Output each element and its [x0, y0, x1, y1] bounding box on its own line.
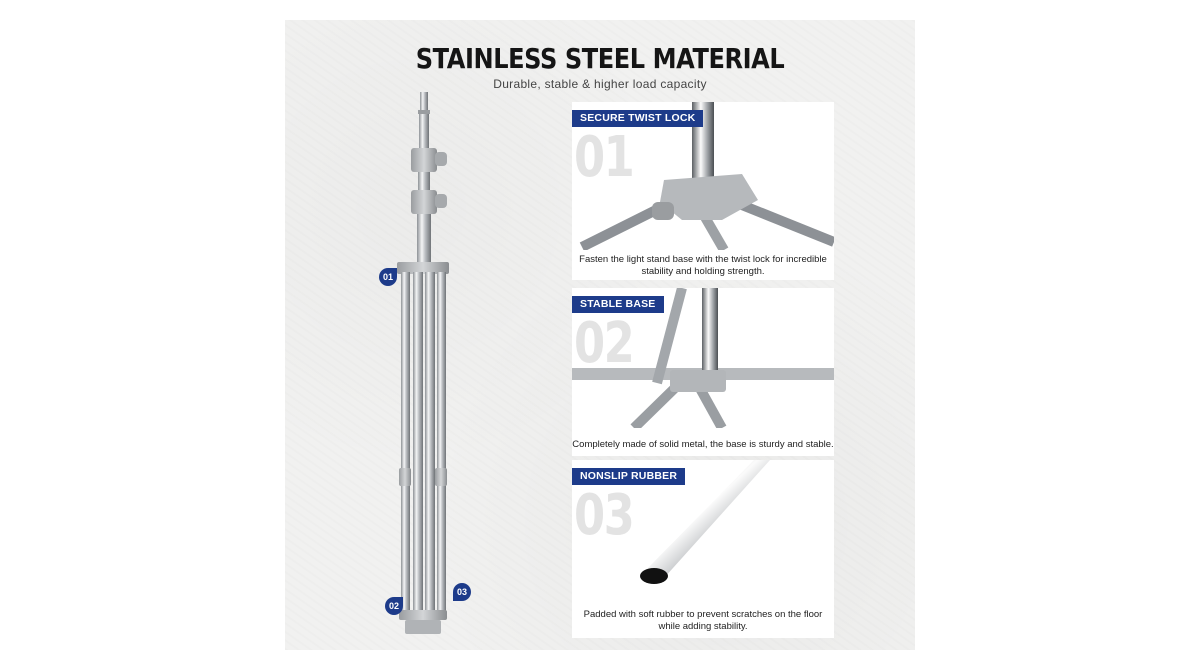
callout-badge-02: 02	[385, 597, 403, 615]
feature-number: 03	[574, 483, 635, 548]
feature-panel-twist-lock: SECURE TWIST LOCK 01 Fasten the light st…	[572, 102, 834, 280]
page-title: STAINLESS STEEL MATERIAL	[415, 42, 785, 75]
feature-tag: STABLE BASE	[572, 296, 664, 313]
feature-panel-stable-base: STABLE BASE 02 Completely made of solid …	[572, 288, 834, 456]
feature-tag: SECURE TWIST LOCK	[572, 110, 704, 127]
feature-panel-nonslip-rubber: NONSLIP RUBBER 03 Padded with soft rubbe…	[572, 460, 834, 638]
callout-badge-03: 03	[453, 583, 471, 601]
feature-tag: NONSLIP RUBBER	[572, 468, 686, 485]
feature-caption: Completely made of solid metal, the base…	[572, 439, 834, 450]
callout-badge-01: 01	[379, 268, 397, 286]
feature-caption: Padded with soft rubber to prevent scrat…	[583, 609, 823, 632]
page-subtitle: Durable, stable & higher load capacity	[493, 77, 707, 91]
feature-number: 01	[574, 125, 635, 190]
feature-caption: Fasten the light stand base with the twi…	[579, 254, 827, 277]
product-poster: STAINLESS STEEL MATERIAL Durable, stable…	[285, 20, 915, 650]
light-stand-illustration	[397, 92, 449, 634]
feature-number: 02	[574, 311, 635, 376]
